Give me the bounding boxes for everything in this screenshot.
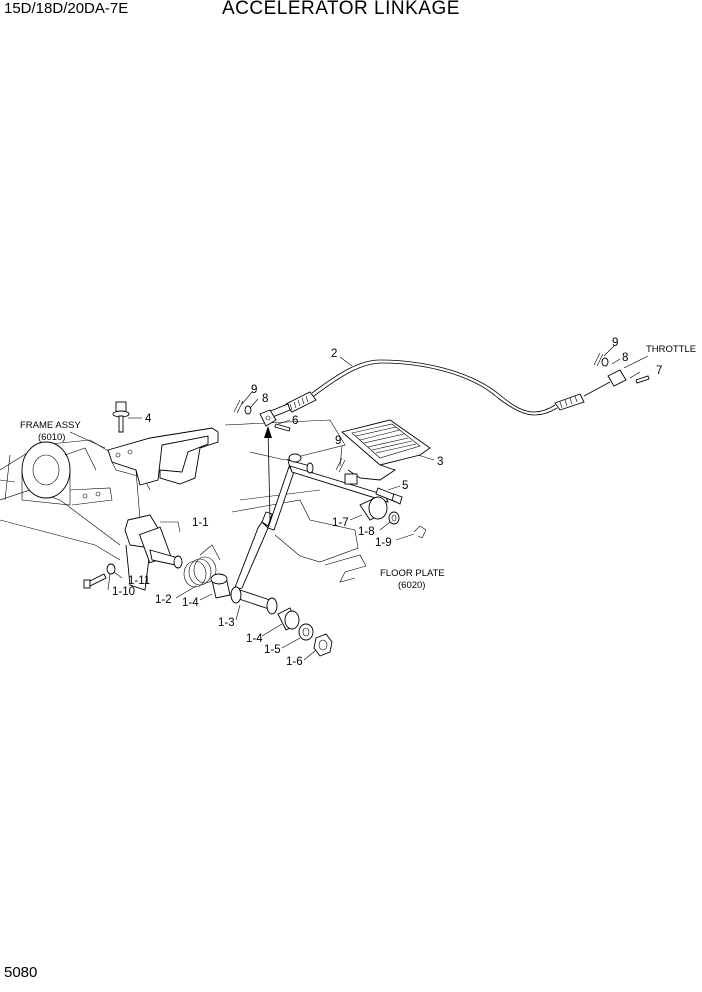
washer-1-8 (388, 511, 400, 525)
bolt-5 (375, 487, 403, 505)
roller-1-7 (359, 496, 388, 521)
callout-1-7: 1-7 (332, 517, 349, 529)
upper-clevis (593, 352, 650, 387)
callout-9-pedal: 9 (335, 435, 341, 447)
return-spring (183, 544, 221, 588)
callout-5: 5 (402, 480, 408, 492)
washer-1-11 (106, 563, 116, 575)
bolt-4 (112, 401, 130, 433)
diagram-title: ACCELERATOR LINKAGE (222, 0, 460, 19)
bushing-left (210, 573, 231, 599)
callout-2: 2 (331, 348, 337, 360)
pedal-arm (230, 453, 389, 615)
accelerator-pedal (341, 419, 431, 485)
leader-lines (69, 345, 649, 661)
callout-1-4-right: 1-4 (246, 633, 263, 645)
clip-1-9 (413, 525, 427, 539)
page-number: 5080 (4, 964, 38, 981)
lower-clevis (233, 399, 291, 521)
callout-6: 6 (292, 415, 298, 427)
pedal-bracket (107, 427, 219, 591)
split-pin-9 (335, 457, 346, 473)
callout-4: 4 (145, 413, 152, 425)
floor-plate-code: (6020) (398, 580, 425, 591)
washer-1-5 (298, 623, 314, 641)
callout-1-8: 1-8 (358, 526, 375, 538)
callout-9-throttle: 9 (612, 337, 618, 349)
callout-8-lower: 8 (262, 393, 268, 405)
accelerator-cable (267, 359, 611, 419)
callout-8-throttle: 8 (622, 352, 628, 364)
callout-1-9: 1-9 (375, 537, 392, 549)
arrow-icon (264, 426, 272, 438)
callout-1-2: 1-2 (155, 594, 172, 606)
callout-1-10: 1-10 (112, 586, 135, 598)
bushing-right (277, 607, 300, 631)
callout-1-1: 1-1 (192, 517, 209, 529)
bolt-1-10 (83, 573, 107, 589)
frame-assembly (0, 439, 151, 561)
floor-plate-label: FLOOR PLATE (380, 568, 445, 579)
callout-1-6: 1-6 (286, 656, 303, 668)
callout-7: 7 (656, 365, 662, 377)
frame-assy-label: FRAME ASSY (20, 420, 81, 431)
callout-1-5: 1-5 (264, 644, 281, 656)
callout-9-lower: 9 (251, 384, 257, 396)
callout-1-11: 1-11 (128, 575, 150, 587)
throttle-label: THROTTLE (646, 344, 696, 355)
callout-3: 3 (437, 456, 443, 468)
callout-1-3: 1-3 (218, 617, 235, 629)
nut-1-6 (313, 633, 333, 657)
callout-1-4-left: 1-4 (182, 597, 199, 609)
model-number: 15D/18D/20DA-7E (4, 0, 129, 17)
frame-assy-code: (6010) (38, 432, 65, 443)
